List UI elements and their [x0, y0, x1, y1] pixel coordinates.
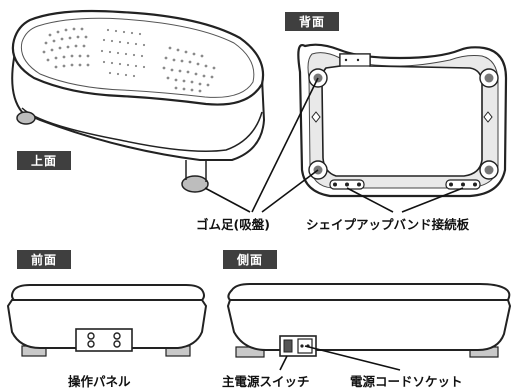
power-cord-socket-label: 電源コードソケット — [350, 374, 463, 389]
control-panel-label: 操作パネル — [68, 374, 131, 389]
shapeup-band-plate-label: シェイプアップバンド接続板 — [306, 217, 470, 232]
view-label-front: 前面 — [17, 250, 71, 269]
top-view-illustration — [11, 9, 266, 193]
upper-callout-lines — [204, 77, 464, 213]
side-view-illustration — [226, 283, 512, 371]
rubber-feet-label: ゴム足(吸盤) — [196, 217, 270, 232]
view-label-back: 背面 — [285, 12, 339, 31]
back-view-illustration — [297, 43, 508, 198]
main-power-switch-label: 主電源スイッチ — [222, 374, 310, 389]
view-label-top: 上面 — [17, 151, 71, 170]
top-pattern — [42, 27, 216, 93]
view-label-side: 側面 — [223, 250, 277, 269]
front-view-illustration — [6, 284, 208, 357]
